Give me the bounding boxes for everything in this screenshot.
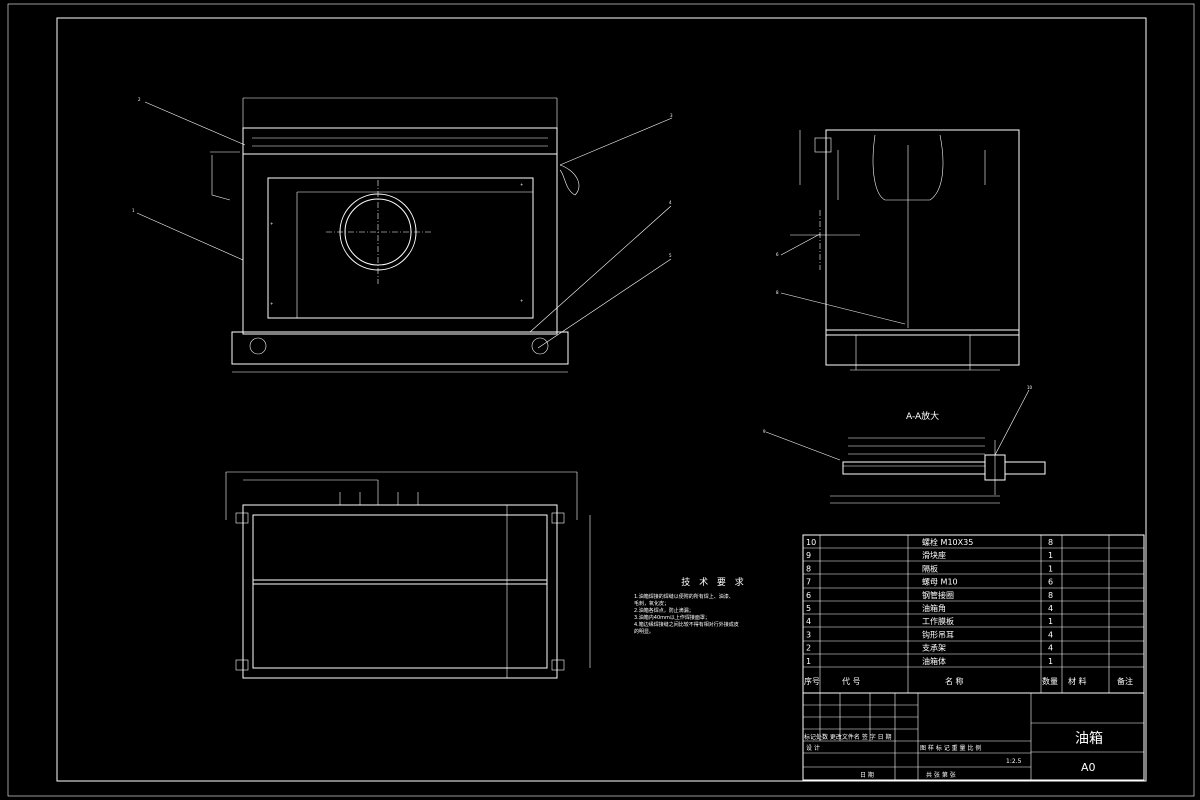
balloon-2: 2: [138, 97, 141, 102]
part-row-qty: 4: [1048, 644, 1053, 653]
sheets-label: 共 张 第 张: [926, 771, 956, 779]
part-row-name: 螺栓 M10X35: [922, 537, 973, 547]
top-view: [225, 471, 591, 679]
tech-note-1: 1.油箱焊接的焊缝以便附的所有焊上、油漆、: [634, 594, 734, 600]
part-row-no: 1: [806, 657, 811, 666]
part-row-qty: 1: [1048, 617, 1053, 626]
tech-note-4b: 的明显。: [634, 629, 655, 635]
header-remark: 备注: [1117, 676, 1133, 686]
balloon-5: 5: [669, 253, 672, 258]
part-row-name: 支承架: [922, 643, 946, 653]
part-row-no: 10: [806, 538, 816, 547]
stage-headers: 图 样 标 记 重 量 比 例: [920, 744, 981, 752]
part-row-no: 5: [806, 604, 811, 613]
tech-note-4: 4.箱边缘焊接缝之间比较不得有相对行外接成皮: [634, 622, 739, 628]
part-row-no: 8: [806, 564, 811, 573]
side-view: [790, 129, 1020, 371]
part-row-name: 工作膜板: [922, 616, 954, 626]
part-row-qty: 8: [1048, 538, 1053, 547]
balloon-10: 10: [1027, 385, 1033, 390]
balloon-8: 8: [776, 290, 779, 295]
svg-text:+: +: [520, 182, 523, 187]
part-row-qty: 4: [1048, 630, 1053, 639]
drawing-frame: [56, 17, 1147, 782]
part-row-name: 滑块座: [922, 550, 946, 560]
part-balloons: 2 1 3 4 5 6 8 9 10: [132, 97, 1033, 434]
scale-value: 1:2.5: [1006, 758, 1022, 765]
tech-heading: 技 术 要 求: [681, 578, 747, 588]
part-row-no: 3: [806, 630, 811, 639]
svg-text:+: +: [520, 298, 523, 303]
part-row-no: 9: [806, 551, 811, 560]
revision-headers: 标记处数 更改文件名 签 字 日 期: [804, 733, 892, 741]
part-row-no: 4: [806, 617, 811, 626]
balloon-1: 1: [132, 208, 135, 213]
balloon-4: 4: [669, 200, 672, 205]
balloon-9: 9: [763, 429, 766, 434]
part-row-no: 7: [806, 578, 811, 587]
part-row-qty: 4: [1048, 604, 1053, 613]
header-qty: 数量: [1042, 676, 1058, 686]
balloon-3: 3: [670, 113, 673, 118]
date-label: 日 期: [860, 771, 874, 779]
parts-list-table: 10 螺栓 M10X35 8 9 滑块座 1 8 隔板 1 7 螺母 M10 6 6 钢管接圈 8 5 油箱角 4…: [802, 534, 1145, 694]
leader-lines: [136, 101, 1030, 461]
part-row-qty: 1: [1048, 657, 1053, 666]
svg-text:+: +: [270, 301, 273, 306]
balloon-6: 6: [776, 252, 779, 257]
tech-note-3: 3.油箱内40mm以上作焊接面罩；: [634, 615, 710, 621]
detail-a-a: [830, 437, 1046, 504]
svg-text:+: +: [270, 221, 273, 226]
technical-requirements: 技 术 要 求 1.油箱焊接的焊缝以便附的所有焊上、油漆、 毛刺，氧化皮； 2.…: [634, 575, 794, 636]
drawing-number: A0: [1081, 761, 1096, 774]
part-row-no: 2: [806, 644, 811, 653]
part-row-name: 钩形吊耳: [922, 629, 954, 639]
part-row-qty: 1: [1048, 551, 1053, 560]
part-row-qty: 1: [1048, 564, 1053, 573]
part-row-name: 钢管接圈: [922, 590, 954, 600]
part-row-qty: 8: [1048, 591, 1053, 600]
part-row-name: 隔板: [922, 563, 938, 573]
front-view: + + + +: [210, 97, 580, 373]
part-row-no: 6: [806, 591, 811, 600]
header-no: 序号: [804, 676, 820, 686]
header-code: 代 号: [842, 676, 861, 686]
part-row-name: 油箱体: [922, 656, 946, 666]
part-row-qty: 6: [1048, 578, 1053, 587]
part-row-name: 油箱角: [922, 603, 946, 613]
header-material: 材 料: [1068, 676, 1087, 686]
title-block: 标记处数 更改文件名 签 字 日 期 设 计 日 期 图 样 标 记 重 量 比…: [802, 692, 1145, 781]
design-label: 设 计: [806, 744, 820, 752]
section-label: A-A放大: [906, 410, 939, 422]
header-name: 名 称: [945, 676, 964, 686]
part-row-name: 螺母 M10: [922, 577, 958, 587]
tech-note-2: 2.油箱各焊点，防止滴漏；: [634, 608, 694, 614]
tech-note-1b: 毛刺，氧化皮；: [634, 601, 670, 607]
drawing-name: 油箱: [1075, 731, 1103, 747]
sheet-border: [7, 3, 1195, 797]
